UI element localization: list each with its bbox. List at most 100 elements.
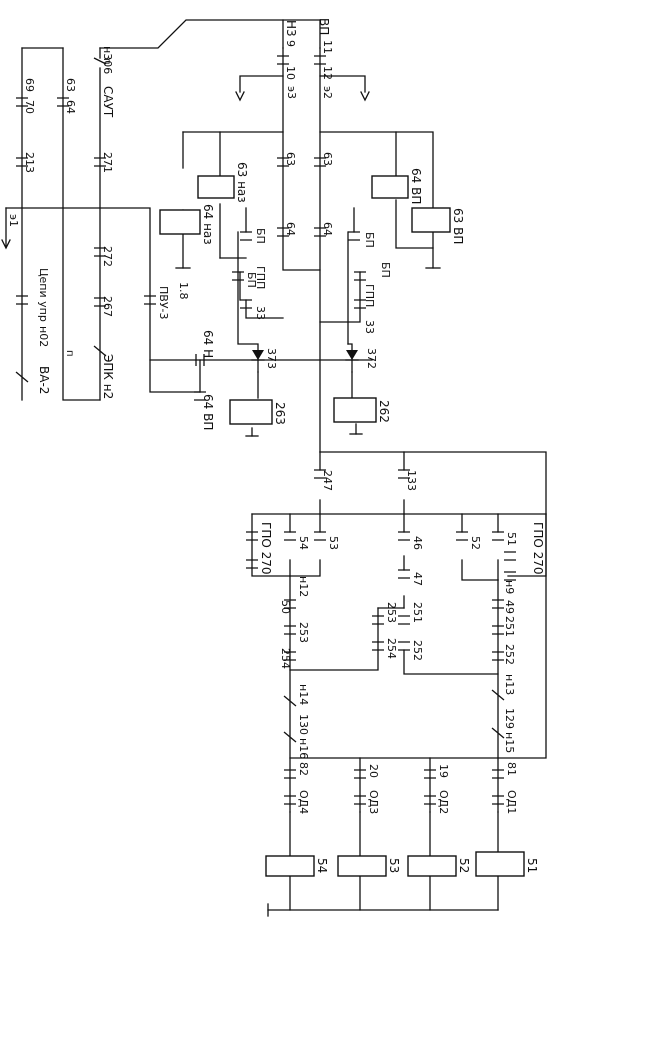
arrow-e2-icon	[360, 91, 370, 102]
label-253b: 253	[385, 602, 398, 623]
label-p1: п	[101, 58, 112, 65]
label-70: 70	[23, 100, 36, 114]
label-saut: САУТ	[101, 86, 115, 118]
coil-63-vp	[411, 207, 451, 233]
label-coil-51: 51	[525, 858, 539, 873]
coils	[159, 175, 525, 877]
label-n02: н02	[37, 326, 50, 347]
label-271: 271	[101, 152, 114, 173]
label-bp2: БП	[245, 272, 258, 288]
label-cepi: Цепи упр	[37, 268, 50, 322]
wiring	[5, 19, 547, 911]
label-49: 49	[503, 600, 516, 614]
label-n16: н16	[297, 738, 310, 759]
coil-64-naz	[159, 209, 201, 235]
diode-icon	[346, 350, 358, 360]
label-c64r: 64	[321, 222, 334, 236]
label-10: 10	[284, 66, 297, 80]
coil-51	[475, 851, 525, 877]
label-c64l: 64	[284, 222, 297, 236]
label-252b: 252	[503, 644, 516, 665]
label-252a: 252	[411, 640, 424, 661]
label-11: 11	[321, 40, 334, 54]
label-gpp1: ГПП	[254, 266, 267, 289]
label-63a: 63	[64, 78, 77, 92]
label-va2: ВА-2	[37, 366, 51, 394]
label-51: 51	[505, 532, 518, 546]
label-coil-64naz: 64 наз	[201, 204, 215, 245]
label-n15: н15	[503, 732, 516, 753]
label-251a: 251	[411, 602, 424, 623]
diode-icon	[252, 350, 264, 360]
coil-263	[229, 399, 273, 425]
coil-54	[265, 855, 315, 877]
label-coil-262: 262	[377, 400, 391, 423]
label-e2: э2	[321, 86, 334, 99]
label-coil-52: 52	[457, 858, 471, 873]
coil-52	[407, 855, 457, 877]
label-53: 53	[327, 536, 340, 550]
label-20: 20	[367, 764, 380, 778]
label-bp3: БП	[363, 232, 376, 248]
label-52: 52	[469, 536, 482, 550]
label-gpp2: ГПП	[363, 284, 376, 307]
grounds	[1, 91, 441, 917]
labels: ВП Н3 9 10 11 12 э3 э2 н306 п САУТ 69 70…	[7, 18, 545, 873]
label-50: 50	[279, 600, 292, 614]
coil-63-naz	[197, 175, 235, 199]
label-272: 272	[101, 246, 114, 267]
label-46: 46	[411, 536, 424, 550]
label-18: 1.8	[177, 282, 190, 300]
label-n14: н14	[297, 684, 310, 705]
label-bp1: БП	[254, 228, 267, 244]
label-coil-263: 263	[273, 402, 287, 425]
label-69: 69	[23, 78, 36, 92]
label-19: 19	[437, 764, 450, 778]
label-254b: 254	[385, 638, 398, 659]
contacts	[15, 55, 516, 805]
label-12: 12	[321, 66, 334, 80]
label-33b: 33	[363, 320, 376, 334]
arrow-e1-icon	[1, 239, 11, 250]
label-e1: э1	[7, 214, 20, 227]
label-253a: 253	[297, 622, 310, 643]
coil-64-vp	[371, 175, 409, 199]
label-267: 267	[101, 296, 114, 317]
label-n13: н13	[503, 674, 516, 695]
label-epk: ЭПК н2	[101, 354, 115, 399]
label-64vp2: 64 ВП	[201, 394, 215, 430]
label-251b: 251	[503, 616, 516, 637]
label-373: 373	[265, 348, 278, 369]
label-n306: н306	[101, 46, 114, 74]
label-n12: н12	[297, 576, 310, 597]
label-e3: э3	[285, 86, 298, 99]
label-n9: н9	[503, 580, 516, 594]
diodes	[251, 350, 359, 361]
label-81: 81	[505, 762, 518, 776]
label-247: 247	[321, 470, 334, 491]
label-c63r: 63	[321, 152, 334, 166]
label-254a: 254	[279, 648, 292, 669]
label-coil-54: 54	[315, 858, 329, 873]
label-64n: 64 Н	[201, 330, 215, 358]
label-c63l: 63	[284, 152, 297, 166]
label-82: 82	[297, 762, 310, 776]
label-133: 133	[405, 470, 418, 491]
label-64a: 64	[64, 100, 77, 114]
label-129: 129	[503, 708, 516, 729]
coil-53	[337, 855, 387, 877]
arrow-e3-icon	[235, 91, 245, 102]
label-p2: п	[64, 350, 75, 357]
label-gpo-right: ГПО 270	[531, 522, 545, 575]
coil-262	[333, 397, 377, 423]
label-od1: ОД1	[505, 790, 518, 814]
label-od4: ОД4	[297, 790, 310, 814]
label-od3: ОД3	[367, 790, 380, 814]
label-54: 54	[297, 536, 310, 550]
label-n3: Н3	[284, 20, 298, 37]
label-33a: 33	[254, 306, 267, 320]
label-bp4: БП	[379, 262, 392, 278]
label-372: 372	[365, 348, 378, 369]
